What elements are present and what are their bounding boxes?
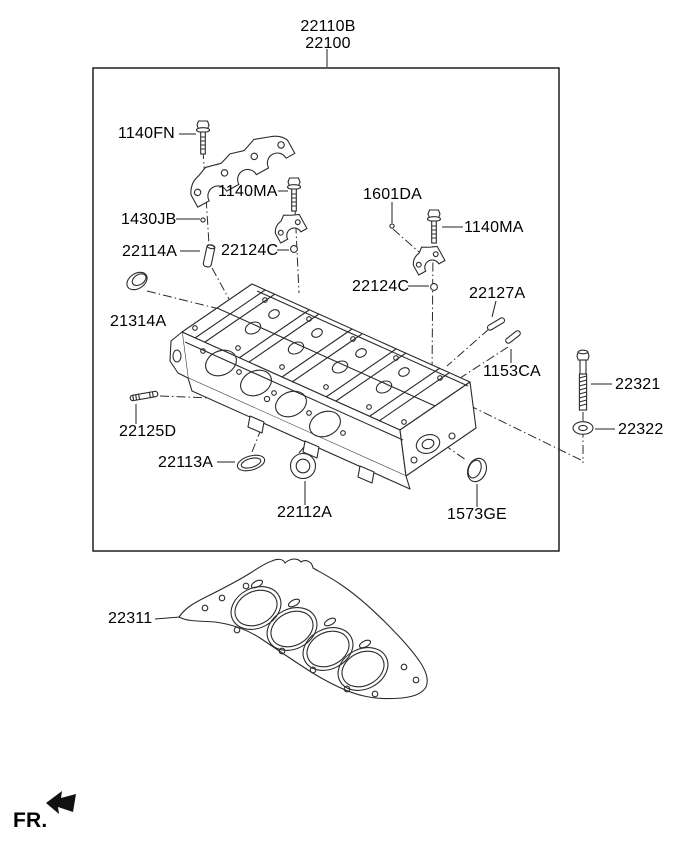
cylinder-head-drawing — [169, 283, 477, 490]
head-bolt-22321-icon — [576, 349, 590, 411]
part-label-22124c-left: 22124C — [221, 242, 279, 259]
pin-1601da-icon — [389, 223, 395, 229]
bolt-1140ma-left-icon — [286, 177, 302, 212]
cap-21314a-icon — [126, 271, 148, 291]
part-label-1140ma-left: 1140MA — [218, 183, 278, 200]
part-label-22125d: 22125D — [119, 423, 177, 440]
part-label-1430jb: 1430JB — [121, 211, 177, 228]
part-label-21314a: 21314A — [110, 313, 167, 330]
part-label-1573ge: 1573GE — [447, 506, 507, 523]
part-label-1140fn: 1140FN — [118, 125, 175, 142]
valve-guide-22114a-icon — [202, 244, 216, 268]
plug-22124c-right-icon — [430, 283, 438, 291]
part-label-22124c-right: 22124C — [352, 278, 410, 295]
front-direction-label: FR. — [13, 809, 48, 832]
leader-lines — [135, 49, 615, 620]
fr-direction-arrow-icon — [46, 791, 76, 814]
part-label-1140ma-right: 1140MA — [464, 219, 524, 236]
head-gasket-drawing — [178, 558, 428, 700]
part-label-22321: 22321 — [615, 376, 661, 393]
washer-22322-icon — [572, 421, 594, 435]
part-label-22110b: 22110B — [300, 18, 356, 35]
sealing-cap-1573ge-icon — [466, 457, 488, 483]
dowel-pin-1153ca-icon — [505, 330, 521, 344]
part-label-1153ca: 1153CA — [483, 363, 541, 380]
part-label-22100: 22100 — [305, 35, 351, 52]
camshaft-cap-assembly-icon — [190, 135, 296, 208]
valve-seat-22113a-icon — [236, 454, 266, 472]
stud-22125d-icon — [129, 390, 159, 402]
part-label-22114a: 22114A — [122, 243, 178, 260]
assembly-boundary-box — [92, 67, 560, 552]
part-label-1601da: 1601DA — [363, 186, 423, 203]
plug-22124c-left-icon — [290, 245, 298, 253]
camshaft-cap-left-icon — [269, 207, 308, 244]
bolt-1140fn-icon — [195, 120, 211, 155]
dowel-1430jb-icon — [200, 217, 206, 223]
dowel-pin-22127a-icon — [486, 317, 506, 331]
part-label-22322: 22322 — [618, 421, 664, 438]
valve-seal-22112a-icon — [289, 452, 317, 480]
part-label-22311: 22311 — [108, 610, 153, 627]
camshaft-cap-right-icon — [407, 239, 446, 276]
part-label-22112a: 22112A — [277, 504, 333, 521]
part-label-22113a: 22113A — [158, 454, 214, 471]
part-label-22127a: 22127A — [469, 285, 526, 302]
bolt-1140ma-right-icon — [426, 209, 442, 244]
